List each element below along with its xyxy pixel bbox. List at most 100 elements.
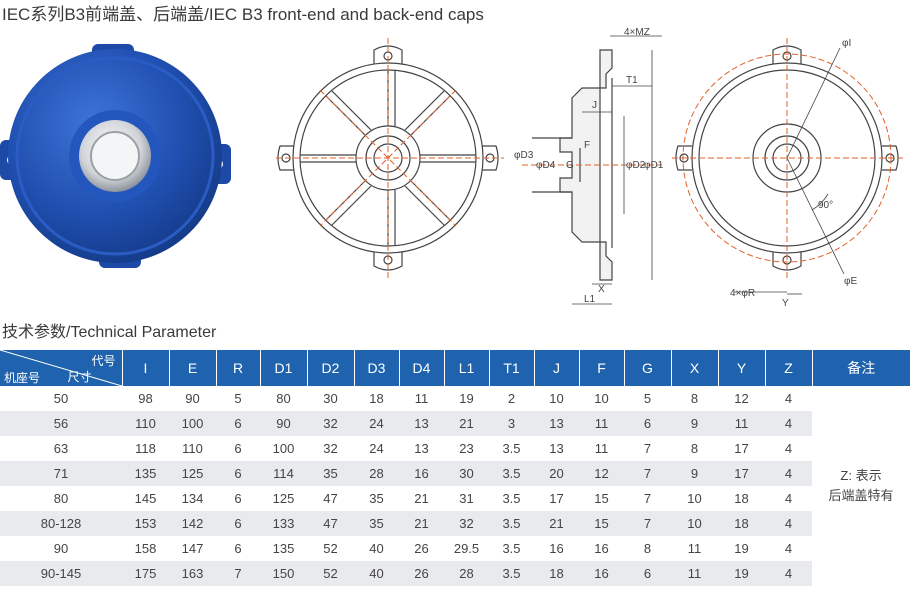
label-d3: φD3: [514, 150, 534, 161]
label-i: φI: [842, 38, 851, 49]
value-cell: 3.5: [489, 536, 534, 561]
label-t1: T1: [626, 75, 638, 86]
column-header: I: [122, 350, 170, 386]
value-cell: 21: [399, 511, 444, 536]
value-cell: 163: [169, 561, 216, 586]
value-cell: 4: [765, 411, 812, 436]
value-cell: 13: [399, 436, 444, 461]
value-cell: 3: [489, 411, 534, 436]
value-cell: 6: [216, 536, 260, 561]
value-cell: 110: [122, 411, 169, 436]
label-angle: 90°: [818, 200, 833, 211]
value-cell: 175: [122, 561, 169, 586]
value-cell: 125: [169, 461, 216, 486]
value-cell: 6: [216, 461, 260, 486]
value-cell: 17: [718, 461, 765, 486]
label-j: J: [592, 100, 597, 111]
value-cell: 21: [444, 411, 489, 436]
column-header: D4: [399, 350, 445, 386]
note-text-line: Z: 表示: [840, 468, 882, 483]
column-header: Z: [765, 350, 813, 386]
value-cell: 12: [579, 461, 624, 486]
value-cell: 28: [354, 461, 399, 486]
value-cell: 142: [169, 511, 216, 536]
label-r: 4×φR: [730, 288, 755, 299]
value-cell: 11: [399, 386, 444, 411]
value-cell: 4: [765, 436, 812, 461]
frame-cell: 90-145: [0, 561, 122, 586]
label-d2: φD2: [626, 160, 646, 171]
value-cell: 10: [534, 386, 579, 411]
label-f: F: [584, 140, 590, 151]
value-cell: 147: [169, 536, 216, 561]
column-header: J: [534, 350, 580, 386]
page-title: IEC系列B3前端盖、后端盖/IEC B3 front-end and back…: [2, 5, 484, 24]
frame-cell: 63: [0, 436, 122, 461]
value-cell: 26: [399, 536, 444, 561]
section-subtitle: 技术参数/Technical Parameter: [2, 324, 217, 341]
value-cell: 11: [579, 411, 624, 436]
value-cell: 118: [122, 436, 169, 461]
value-cell: 4: [765, 536, 812, 561]
value-cell: 52: [307, 561, 354, 586]
value-cell: 114: [260, 461, 307, 486]
value-cell: 135: [260, 536, 307, 561]
value-cell: 8: [671, 386, 718, 411]
label-x: X: [598, 284, 605, 295]
value-cell: 7: [624, 511, 671, 536]
value-cell: 52: [307, 536, 354, 561]
value-cell: 24: [354, 436, 399, 461]
value-cell: 13: [399, 411, 444, 436]
value-cell: 28: [444, 561, 489, 586]
value-cell: 15: [579, 511, 624, 536]
value-cell: 4: [765, 386, 812, 411]
value-cell: 7: [624, 486, 671, 511]
value-cell: 19: [718, 561, 765, 586]
value-cell: 26: [399, 561, 444, 586]
value-cell: 16: [534, 536, 579, 561]
value-cell: 4: [765, 461, 812, 486]
value-cell: 5: [624, 386, 671, 411]
value-cell: 4: [765, 511, 812, 536]
column-header: D3: [354, 350, 400, 386]
value-cell: 150: [260, 561, 307, 586]
back-view-drawing: φI 90° φE 4×φR Y: [672, 38, 906, 308]
value-cell: 3.5: [489, 461, 534, 486]
section-view-drawing: 4×MZ T1 J F G φD3 φD4 φD2 φD1 X L1: [514, 28, 664, 305]
value-cell: 134: [169, 486, 216, 511]
value-cell: 21: [534, 511, 579, 536]
front-view-drawing: [276, 38, 504, 278]
value-cell: 15: [579, 486, 624, 511]
value-cell: 80: [260, 386, 307, 411]
value-cell: 8: [624, 536, 671, 561]
value-cell: 12: [718, 386, 765, 411]
value-cell: 10: [671, 511, 718, 536]
value-cell: 23: [444, 436, 489, 461]
note-text-line: 后端盖特有: [828, 488, 894, 503]
value-cell: 18: [718, 511, 765, 536]
value-cell: 10: [579, 386, 624, 411]
value-cell: 7: [624, 461, 671, 486]
column-header: F: [579, 350, 625, 386]
value-cell: 6: [624, 411, 671, 436]
value-cell: 8: [671, 436, 718, 461]
column-header: R: [216, 350, 261, 386]
value-cell: 6: [216, 411, 260, 436]
value-cell: 158: [122, 536, 169, 561]
value-cell: 9: [671, 461, 718, 486]
value-cell: 135: [122, 461, 169, 486]
value-cell: 35: [307, 461, 354, 486]
label-d4: φD4: [536, 160, 556, 171]
column-header: X: [671, 350, 719, 386]
value-cell: 30: [307, 386, 354, 411]
value-cell: 18: [718, 486, 765, 511]
label-mz: 4×MZ: [624, 28, 650, 38]
value-cell: 145: [122, 486, 169, 511]
value-cell: 100: [169, 411, 216, 436]
value-cell: 7: [624, 436, 671, 461]
frame-cell: 90: [0, 536, 122, 561]
